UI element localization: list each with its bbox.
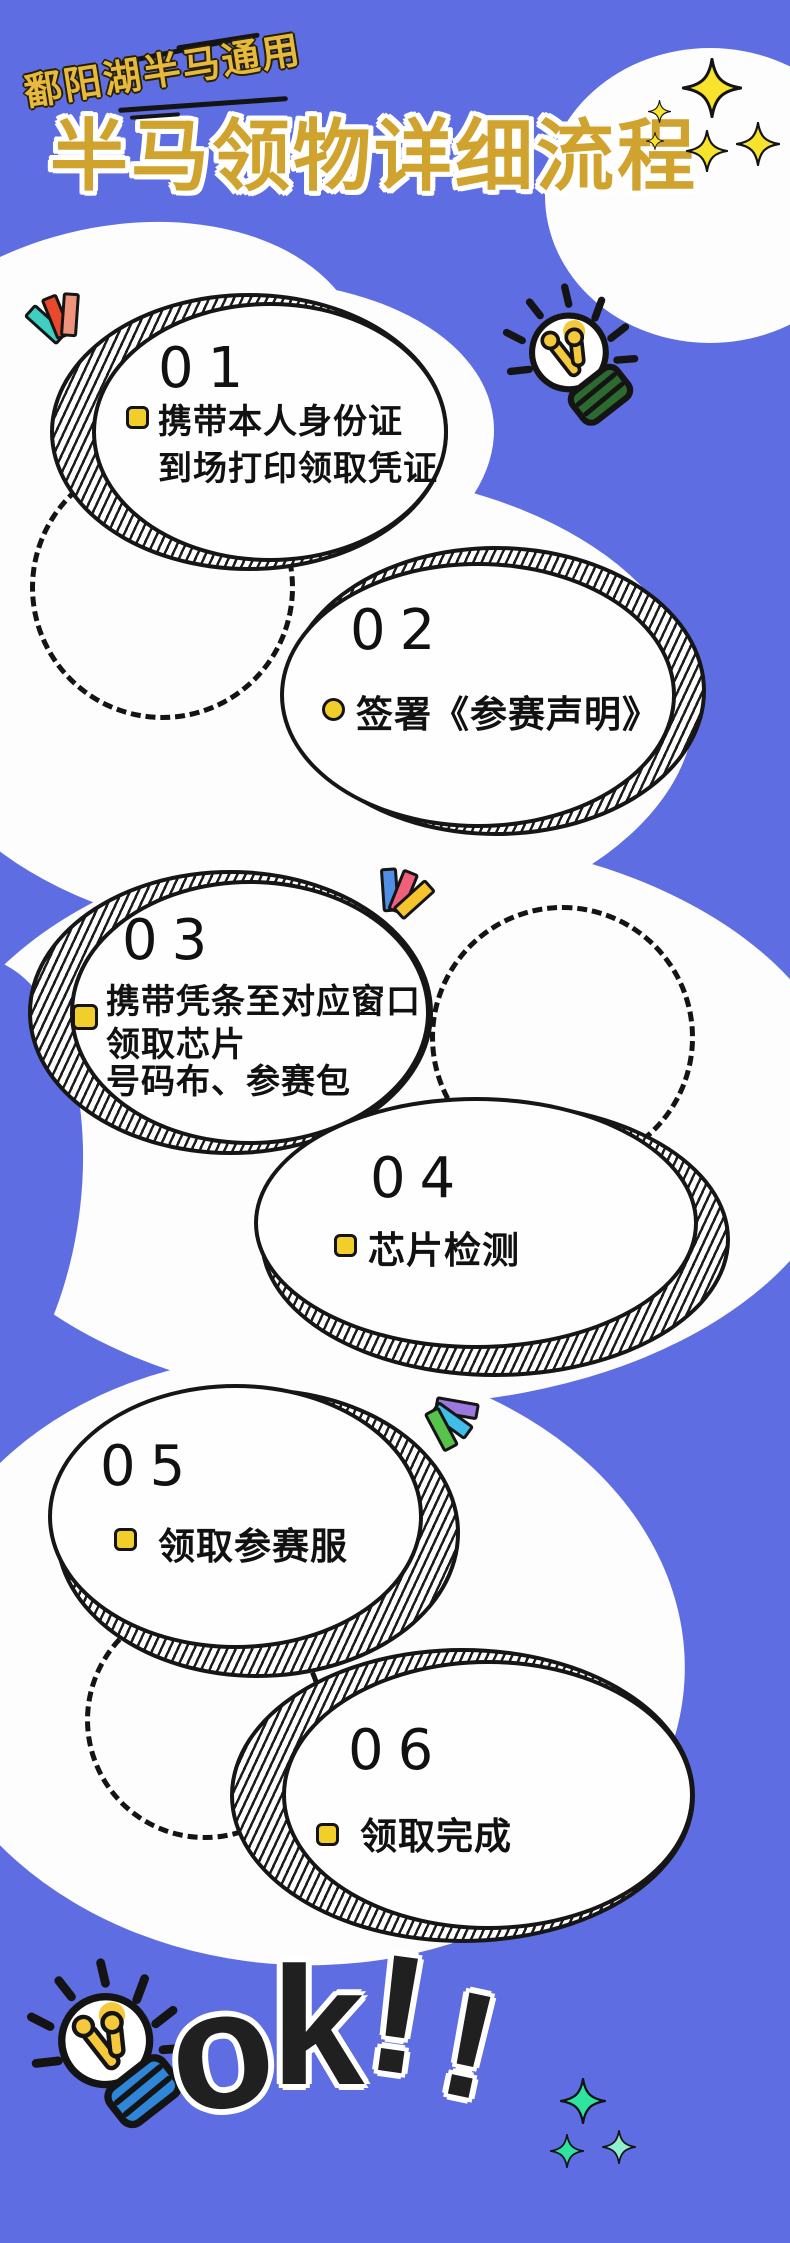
sparkle-icon [602, 2130, 636, 2164]
step-01-bullet [126, 406, 149, 429]
step-02-text-line: 签署《参赛声明》 [356, 694, 660, 735]
step-01-text-line: 到场打印领取凭证 [158, 450, 438, 488]
step-06-bubble [282, 1660, 694, 1930]
ok-lettering: ok!! [157, 1917, 511, 2149]
step-02-bullet [322, 698, 345, 721]
sparkle-icon [550, 2134, 584, 2168]
step-06-number: 06 [348, 1718, 448, 1783]
ok-letter: ! [427, 1957, 512, 2133]
step-03-text-line: 号码布、参赛包 [106, 1063, 351, 1101]
step-05-text-line: 领取参赛服 [158, 1526, 348, 1567]
step-03-text-line: 领取芯片 [106, 1026, 246, 1064]
sparkle-icon [560, 2078, 606, 2124]
step-01-text-line: 携带本人身份证 [158, 403, 403, 441]
step-03-bullet [72, 1004, 98, 1030]
step-01-number: 01 [158, 336, 258, 401]
step-03-text-line: 携带凭条至对应窗口 [106, 983, 421, 1021]
ok-letter: o [157, 1949, 286, 2150]
lightbulb-icon [492, 278, 664, 450]
step-05-number: 05 [100, 1434, 200, 1499]
step-05-bubble [48, 1384, 423, 1649]
sparkle-icon [736, 122, 780, 166]
step-04-text-line: 芯片检测 [368, 1230, 520, 1271]
step-06-text-line: 领取完成 [360, 1816, 512, 1857]
step-05-bullet [114, 1528, 137, 1551]
page-title: 半马领物详细流程 [50, 112, 699, 200]
step-04-bubble [254, 1097, 698, 1349]
ok-letter: ! [357, 1917, 439, 2112]
step-03-number: 03 [122, 908, 222, 973]
sparkle-icon [648, 100, 671, 123]
sparkle-icon [686, 130, 728, 172]
step-04-bullet [334, 1234, 357, 1257]
step-06-bullet [316, 1823, 339, 1846]
sparkle-icon [646, 132, 664, 150]
step-02-bubble [280, 562, 676, 828]
ok-letter: k [270, 1932, 365, 2121]
sparkle-icon [682, 58, 742, 118]
step-02-number: 02 [350, 598, 450, 663]
step-01-bubble [92, 302, 448, 562]
step-04-number: 04 [370, 1146, 470, 1211]
